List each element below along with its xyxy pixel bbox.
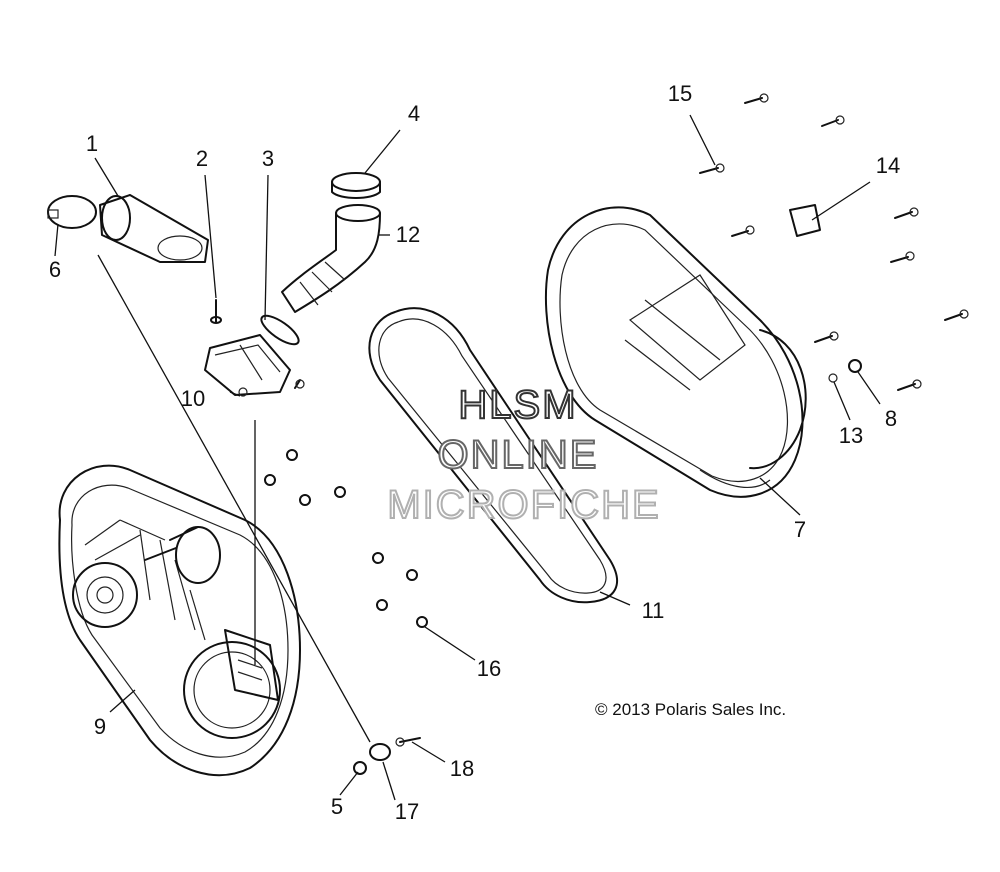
intake-duct bbox=[99, 194, 209, 263]
watermark-line-3: MICROFICHE bbox=[387, 483, 660, 527]
callout-16: 16 bbox=[477, 656, 501, 681]
callout-17: 17 bbox=[395, 799, 419, 824]
decal-label bbox=[789, 204, 821, 237]
inner-clutch-cover bbox=[58, 464, 301, 777]
callout-7: 7 bbox=[794, 517, 806, 542]
outer-clutch-cover bbox=[544, 206, 807, 498]
elbow-duct bbox=[281, 204, 381, 313]
copyright-text: © 2013 Polaris Sales Inc. bbox=[595, 700, 786, 719]
bolts-16 bbox=[264, 449, 428, 628]
watermark: HLSM ONLINE MICROFICHE bbox=[386, 382, 660, 528]
callout-2: 2 bbox=[196, 146, 208, 171]
watermark-line-1: HLSM bbox=[458, 383, 577, 427]
o-ring bbox=[260, 314, 300, 346]
duct-adapter bbox=[204, 334, 291, 397]
callout-9: 9 bbox=[94, 714, 106, 739]
small-hardware bbox=[353, 737, 421, 775]
callout-8: 8 bbox=[885, 406, 897, 431]
callout-10: 10 bbox=[181, 386, 205, 411]
screw-2 bbox=[210, 299, 222, 324]
screws bbox=[294, 93, 969, 391]
callout-15: 15 bbox=[668, 81, 692, 106]
callout-3: 3 bbox=[262, 146, 274, 171]
leader-lines bbox=[54, 114, 881, 801]
callout-13: 13 bbox=[839, 423, 863, 448]
callout-18: 18 bbox=[450, 756, 474, 781]
watermark-line-2: ONLINE bbox=[438, 433, 599, 477]
drive-belt bbox=[368, 307, 619, 604]
callout-5: 5 bbox=[331, 794, 343, 819]
callout-6: 6 bbox=[49, 257, 61, 282]
callout-12: 12 bbox=[396, 222, 420, 247]
clamp-small bbox=[47, 195, 97, 229]
clamp-top bbox=[331, 172, 381, 199]
callout-1: 1 bbox=[86, 131, 98, 156]
callouts: 1 2 3 4 5 6 7 8 9 10 11 12 13 14 15 16 1… bbox=[49, 81, 900, 824]
callout-4: 4 bbox=[408, 101, 420, 126]
callout-11: 11 bbox=[642, 598, 665, 623]
callout-14: 14 bbox=[876, 153, 900, 178]
